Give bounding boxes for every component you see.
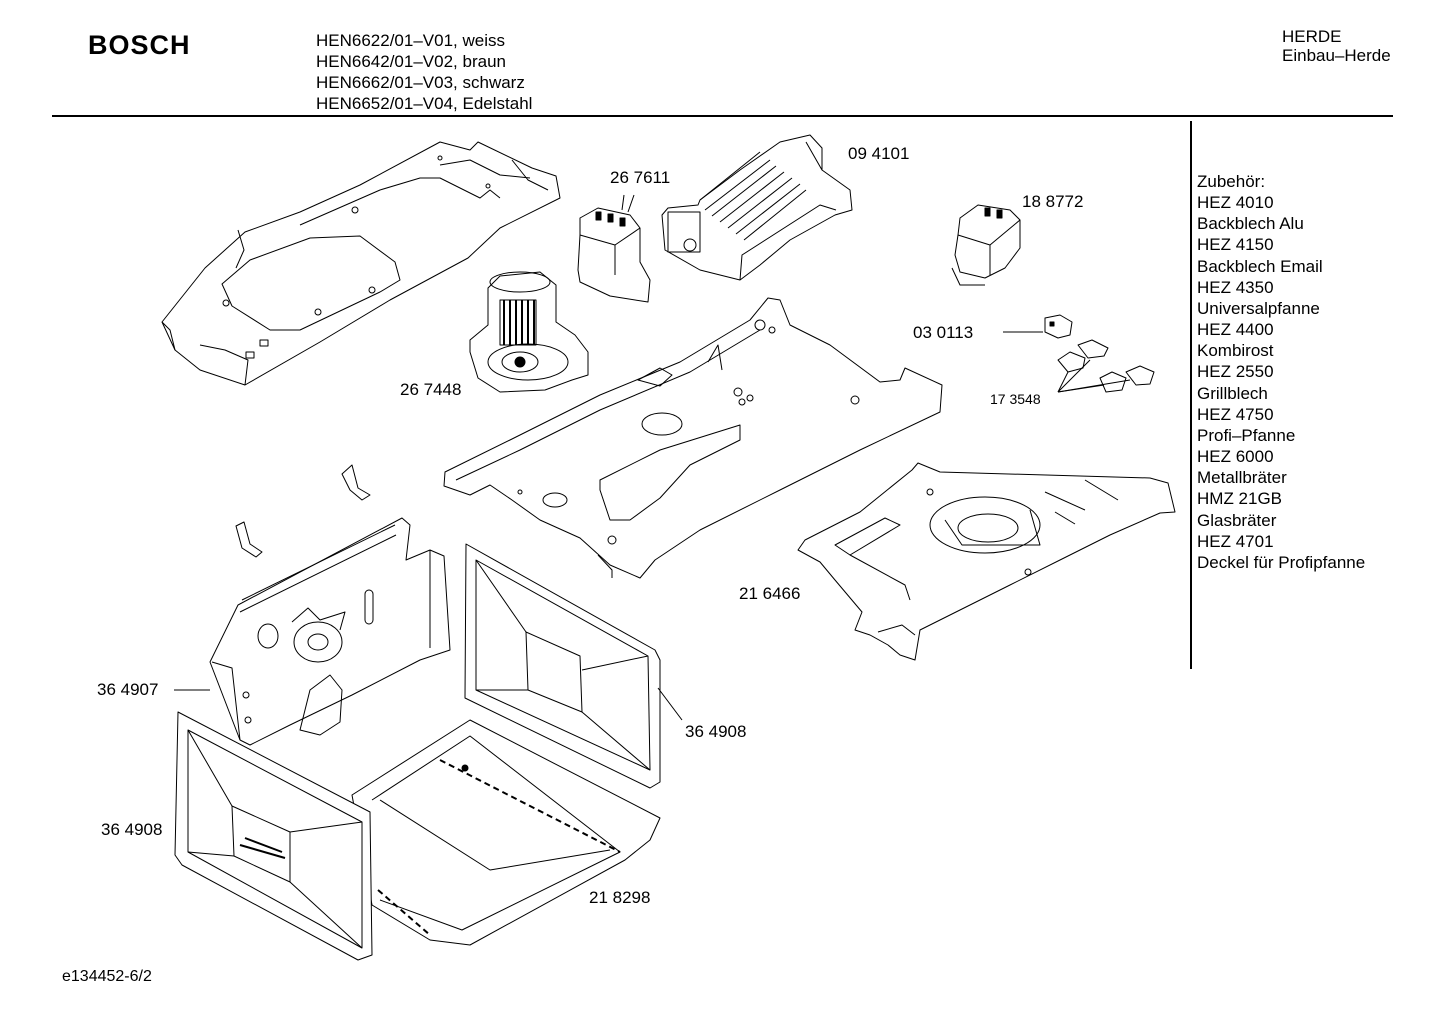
- model-line: HEN6652/01–V04, Edelstahl: [316, 94, 533, 113]
- accessory-item: Grillblech: [1197, 383, 1268, 403]
- fan-motor-part: [470, 272, 588, 392]
- part-label: 09 4101: [848, 144, 910, 163]
- accessory-item: Profi–Pfanne: [1197, 425, 1296, 445]
- part-label: 17 3548: [990, 391, 1041, 407]
- part-label: 26 7611: [610, 168, 671, 187]
- accessory-item: Metallbräter: [1197, 468, 1287, 488]
- accessory-item: Backblech Email: [1197, 256, 1323, 276]
- category-block: HERDE Einbau–Herde: [1282, 27, 1391, 65]
- model-line: HEN6622/01–V01, weiss: [316, 31, 506, 50]
- accessories-list: Zubehör: HEZ 4010 Backblech Alu HEZ 4150…: [1197, 171, 1365, 573]
- top-plate-part: [444, 298, 942, 578]
- accessory-item: HEZ 6000: [1197, 447, 1274, 467]
- switch-part: [1003, 315, 1072, 338]
- drawing-id: e134452-6/2: [62, 968, 152, 985]
- model-line: HEN6642/01–V02, braun: [316, 52, 506, 71]
- part-label: 36 4907: [97, 680, 159, 699]
- part-label: 21 6466: [739, 584, 801, 603]
- brand-logo: BOSCH: [88, 30, 191, 60]
- part-label: 18 8772: [1022, 192, 1084, 211]
- accessory-item: Kombirost: [1197, 341, 1274, 361]
- part-label: 03 0113: [913, 323, 974, 342]
- accessories-title: Zubehör:: [1197, 172, 1266, 191]
- subcategory-line: Einbau–Herde: [1282, 46, 1391, 65]
- accessory-item: HEZ 4750: [1197, 404, 1274, 424]
- tangential-fan-part: [662, 135, 852, 280]
- relay-part: [578, 195, 650, 302]
- category-line: HERDE: [1282, 27, 1342, 46]
- part-label: 26 7448: [400, 380, 462, 399]
- part-label: 21 8298: [589, 888, 651, 907]
- heater-plate-part: [798, 463, 1175, 660]
- part-label: 36 4908: [685, 722, 747, 741]
- accessory-item: Deckel für Profipfanne: [1197, 552, 1366, 572]
- sidebar-divider: [1190, 121, 1192, 669]
- side-wall-left-part: [175, 712, 372, 960]
- transformer-part: [952, 205, 1020, 285]
- side-wall-right-part: [465, 544, 660, 788]
- accessory-item: HEZ 4701: [1197, 531, 1274, 551]
- header-divider: [52, 115, 1393, 117]
- accessory-item: HEZ 2550: [1197, 362, 1274, 382]
- accessory-item: HEZ 4010: [1197, 193, 1274, 213]
- thermal-fuse-part: [1058, 340, 1154, 392]
- leader-line: [658, 688, 682, 720]
- accessory-item: Backblech Alu: [1197, 214, 1304, 234]
- accessory-item: HEZ 4350: [1197, 277, 1274, 297]
- clip-part: [236, 465, 370, 557]
- floor-tray-part: [352, 720, 660, 945]
- accessory-item: HMZ 21GB: [1197, 489, 1283, 509]
- part-label: 36 4908: [101, 820, 163, 839]
- accessory-item: Glasbräter: [1197, 510, 1277, 530]
- model-line: HEN6662/01–V03, schwarz: [316, 73, 525, 92]
- model-list: HEN6622/01–V01, weiss HEN6642/01–V02, br…: [316, 30, 532, 114]
- accessory-item: HEZ 4400: [1197, 320, 1274, 340]
- accessory-item: Universalpfanne: [1197, 298, 1320, 318]
- back-wall-part: [210, 518, 450, 745]
- mounting-plate-part: [162, 142, 560, 385]
- accessory-item: HEZ 4150: [1197, 235, 1274, 255]
